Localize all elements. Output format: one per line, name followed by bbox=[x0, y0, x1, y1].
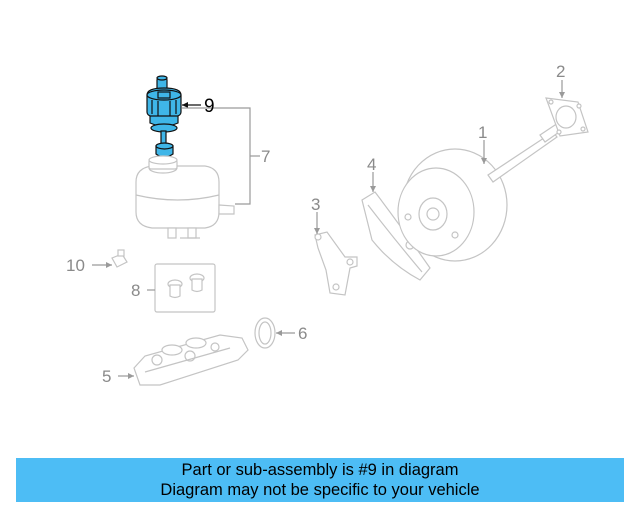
callout-6: 6 bbox=[298, 324, 307, 343]
part-6-seal-ring[interactable] bbox=[254, 317, 276, 349]
leader-lines bbox=[92, 80, 565, 379]
part-7-reservoir[interactable] bbox=[135, 155, 235, 239]
callout-8: 8 bbox=[131, 281, 140, 300]
info-banner: Part or sub-assembly is #9 in diagram Di… bbox=[16, 458, 624, 502]
part-3-bracket[interactable] bbox=[314, 231, 358, 296]
part-5-master-cylinder[interactable] bbox=[133, 334, 249, 386]
callout-7: 7 bbox=[261, 147, 270, 166]
callout-2: 2 bbox=[556, 62, 565, 81]
part-2-gasket[interactable] bbox=[545, 97, 589, 137]
callout-5: 5 bbox=[102, 367, 111, 386]
callout-3: 3 bbox=[311, 195, 320, 214]
banner-line-part-number: Part or sub-assembly is #9 in diagram bbox=[181, 461, 459, 479]
callout-9: 9 bbox=[204, 96, 215, 117]
part-9-reservoir-cap[interactable] bbox=[146, 75, 182, 158]
part-8-grommets[interactable] bbox=[154, 263, 216, 313]
part-4-shield[interactable] bbox=[361, 191, 431, 281]
banner-line-disclaimer: Diagram may not be specific to your vehi… bbox=[160, 481, 480, 499]
callout-1: 1 bbox=[478, 123, 487, 142]
part-10-sensor[interactable] bbox=[111, 249, 128, 268]
callout-10: 10 bbox=[66, 256, 85, 275]
parts-diagram: 1 2 3 4 5 6 7 8 9 10 bbox=[66, 62, 589, 386]
part-1-brake-booster[interactable] bbox=[397, 122, 563, 262]
callout-4: 4 bbox=[367, 155, 376, 174]
